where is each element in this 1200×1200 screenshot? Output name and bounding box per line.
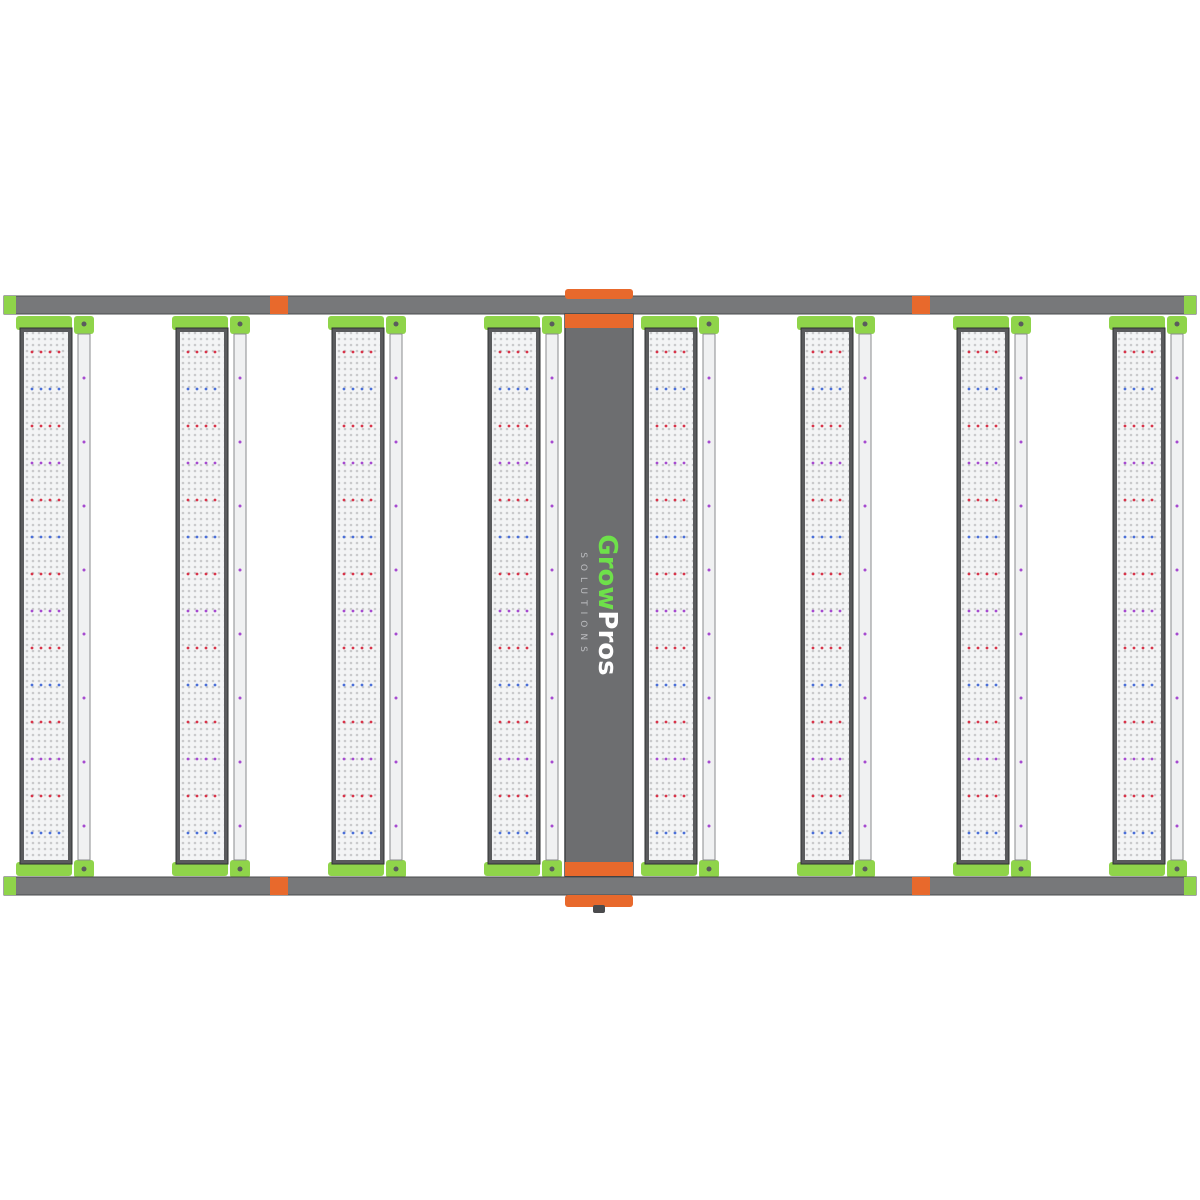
light-bar-7 [953, 316, 1031, 892]
bottom-frame-rail [3, 876, 1197, 896]
brand-word-pros: Pros [592, 610, 622, 675]
brand-word-grow: Grow [592, 534, 622, 610]
rail-joint-right-bottom [912, 877, 930, 895]
svg-text:GrowPros: GrowPros [592, 534, 622, 675]
brand-tagline: SOLUTIONS [578, 552, 588, 658]
light-bar-5 [641, 316, 719, 892]
rail-joint-left [270, 296, 288, 314]
light-bar-2 [172, 316, 250, 892]
light-bar-4 [484, 316, 562, 892]
rail-joint-left-bottom [270, 877, 288, 895]
connector-icon [593, 905, 605, 913]
light-bar-1 [16, 316, 94, 892]
brand-logo: GrowPros SOLUTIONS [578, 534, 622, 675]
light-bars [16, 316, 1187, 892]
light-bar-3 [328, 316, 406, 892]
rail-joint-right [912, 296, 930, 314]
driver-housing: GrowPros SOLUTIONS [564, 289, 634, 913]
light-bar-6 [797, 316, 875, 892]
light-bar-8 [1109, 316, 1187, 892]
